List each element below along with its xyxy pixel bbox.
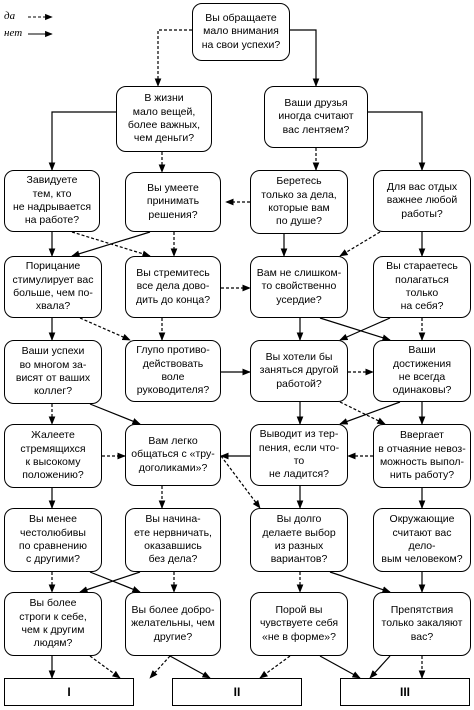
question-node: Вы стремитесь все дела дово- дить до кон…	[125, 256, 221, 318]
outcome-box-1: I	[4, 678, 134, 706]
question-node: Беретесь только за дела, которые вам по …	[250, 170, 348, 234]
yes-arrow	[79, 317, 131, 341]
yes-arrow	[339, 401, 386, 425]
legend-no-label: нет	[4, 27, 23, 39]
question-node: Вы начина- ете нервничать, оказавшись бе…	[125, 508, 221, 572]
yes-arrow	[149, 655, 171, 679]
no-arrow	[71, 231, 151, 257]
question-node: Вы хотели бы заняться другой работой?	[250, 340, 348, 402]
no-arrow	[368, 111, 426, 171]
yes-arrow	[220, 455, 261, 509]
no-arrow	[329, 571, 391, 593]
question-node: Вам легко общаться с «тру- доголиками»?	[125, 424, 221, 486]
question-node: Вы стараетесь полагаться только на себя?	[373, 256, 471, 318]
question-node: Препятствия только закаляют вас?	[373, 592, 471, 656]
question-node: Окружающие считают вас делo- вым человек…	[373, 508, 471, 572]
question-node: Глупо противо- действовать воле руководи…	[125, 340, 221, 402]
legend-yes-label: да	[4, 10, 16, 22]
question-node: Вы более добро- желательны, чем другие?	[125, 592, 221, 656]
yes-arrow	[89, 655, 121, 679]
no-arrow	[169, 655, 211, 679]
question-node: Ваши друзья иногда считают вас лентяем?	[264, 86, 368, 148]
question-node: Порой вы чувствуете себя «не в форме»?	[250, 592, 348, 656]
no-arrow	[339, 401, 401, 425]
question-node: Вам не слишком- то свойственно усердие?	[250, 256, 348, 318]
question-node: Ваши успехи во многом за- висят от ваших…	[4, 340, 102, 404]
yes-arrow	[154, 29, 192, 87]
question-node: Ввергает в отчаяние невоз- можность выпо…	[373, 424, 471, 488]
yes-arrow	[339, 231, 381, 257]
question-node: Вы более строги к себе, чем к другим люд…	[4, 592, 102, 656]
no-arrow	[290, 29, 320, 87]
question-node: Ваши достижения не всегда одинаковы?	[373, 340, 471, 402]
legend-arrows	[28, 13, 53, 38]
question-node: Для вас отдых важнее любой работы?	[373, 170, 471, 232]
no-arrow	[369, 655, 391, 679]
question-node: Вы умеете принимать решения?	[125, 172, 221, 232]
no-arrow	[48, 111, 116, 171]
no-arrow	[89, 571, 141, 593]
no-arrow	[89, 403, 141, 425]
question-node: Завидуете тем, кто не надрывается на раб…	[4, 170, 100, 232]
question-node: Жалеете стремящихся к высокому положению…	[4, 424, 102, 488]
outcome-box-2: II	[172, 678, 302, 706]
no-arrow	[79, 571, 141, 593]
question-node: Вы обращаете мало внимания на свои успех…	[192, 3, 290, 61]
no-arrow	[319, 655, 361, 679]
question-node: Порицание стимулирует вас больше, чем по…	[4, 256, 102, 318]
no-arrow	[339, 317, 391, 341]
no-arrow	[319, 317, 391, 341]
question-node: Вы менее честолюбивы по сравнению с друг…	[4, 508, 102, 572]
yes-arrow	[259, 655, 291, 679]
outcome-box-3: III	[340, 678, 470, 706]
question-node: Выводит из тер- пения, если что-то не ла…	[250, 424, 348, 486]
question-node: Вы долго делаете выбор из разных вариант…	[250, 508, 348, 572]
question-node: В жизни мало вещей, более важных, чем де…	[116, 86, 212, 152]
